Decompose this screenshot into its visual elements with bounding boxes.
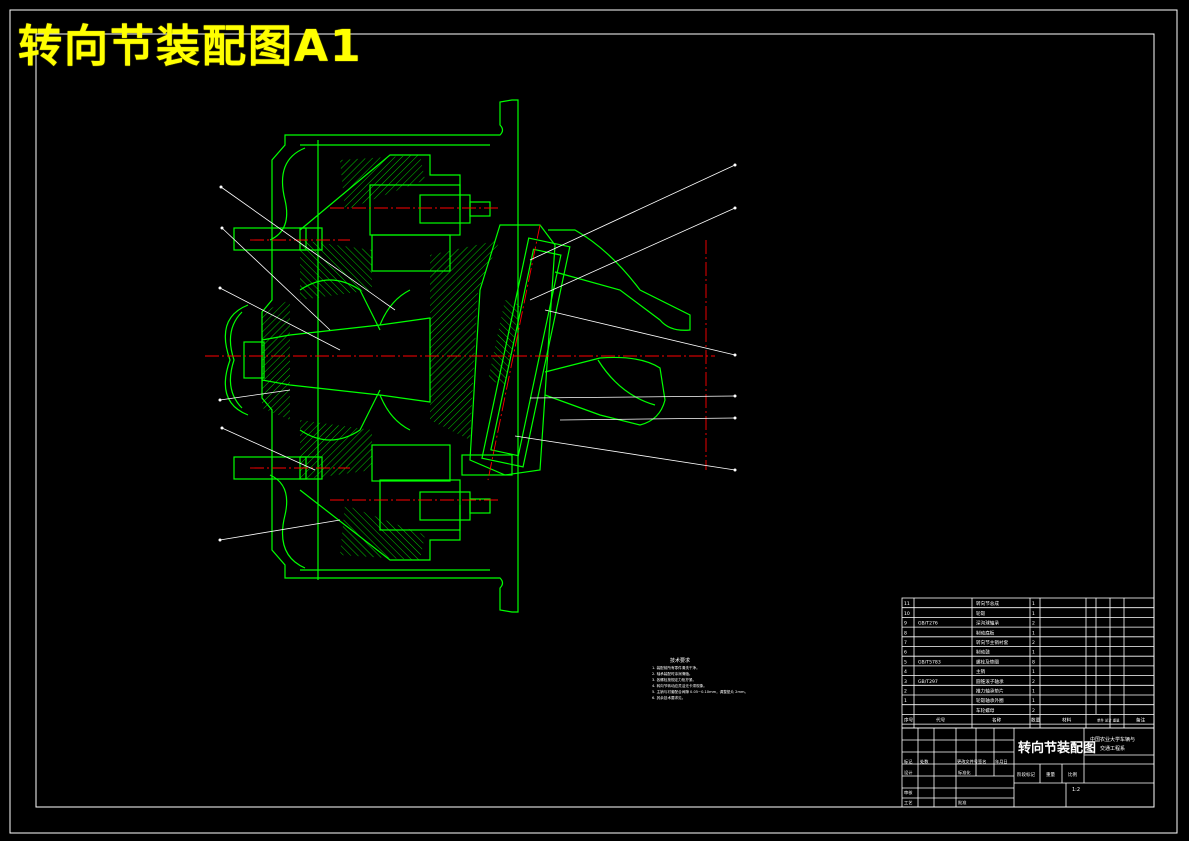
std-check-label: 标准化 — [958, 769, 971, 776]
bom-cell-no: 8 — [904, 630, 907, 636]
outer-frame — [9, 9, 1178, 834]
tech-req-line: 2. 轴承装配时涂润滑脂。 — [652, 671, 693, 676]
bom-cell-no: 6 — [904, 650, 907, 656]
tech-req-line: 4. 转向节转动应灵活无卡滞现象。 — [652, 683, 707, 688]
drawing-title: 转向节装配图A1 — [18, 21, 363, 72]
sign-label: 签名 — [978, 758, 986, 765]
title-block — [901, 727, 1155, 808]
bom-cell-name: 圆锥滚子轴承 — [976, 678, 1004, 685]
leader-lines — [219, 164, 736, 541]
bom-cell-name: 制动底板 — [976, 629, 995, 636]
bom-cell-name: 轮毂轴承外圈 — [976, 697, 1004, 704]
weight-label: 重量 — [1046, 771, 1055, 778]
review-label: 审核 — [904, 789, 913, 796]
bom-header-wt: 单件 总计 重量 — [1097, 717, 1120, 722]
mark-label: 标记 — [904, 758, 913, 765]
drawing-name: 转向节装配图 — [1018, 740, 1096, 756]
bom-cell-name: 转向节总成 — [976, 600, 999, 607]
bom-cell-no: 11 — [904, 601, 910, 607]
design-label: 设计 — [904, 769, 912, 776]
tech-req-line: 1. 装配前所有零件清洗干净。 — [652, 665, 700, 670]
bom-cell-name: 深沟球轴承 — [976, 620, 999, 627]
bom-cell-name: 制动鼓 — [976, 649, 990, 656]
leader-dots — [218, 163, 737, 542]
center-lines — [205, 207, 715, 501]
bom-header-note: 备注 — [1136, 716, 1146, 723]
sheet-scale: 1:2 — [1072, 787, 1080, 793]
bom-cell-std: GB/T276 — [918, 621, 938, 627]
bom-cell-qty: 1 — [1032, 689, 1035, 695]
bom-cell-no: 4 — [904, 669, 907, 675]
bom-cell-name: 主销 — [976, 668, 986, 675]
org-line-1: 中国农业大学车辆与 — [1090, 736, 1135, 743]
inner-frame — [35, 33, 1155, 808]
count-label: 处数 — [920, 758, 929, 765]
bom-cell-no: 10 — [904, 611, 910, 617]
org-line-2: 交通工程系 — [1100, 745, 1125, 752]
scale-label: 比例 — [1068, 771, 1077, 778]
bom-cell-qty: 2 — [1032, 640, 1035, 646]
bom-cell-name: 推力轴承垫片 — [976, 688, 1004, 695]
bom-cell-name: 转向节主销衬套 — [976, 639, 1009, 646]
bom-header-name: 名称 — [992, 716, 1002, 723]
bom-cell-name: 螺栓及垫圈 — [976, 658, 999, 665]
bom-cell-no: 5 — [904, 659, 907, 665]
bom-cell-qty: 2 — [1032, 621, 1035, 627]
bom-header-mat: 材料 — [1062, 716, 1072, 723]
approve-label: 批准 — [958, 799, 966, 806]
bom-cell-name: 车轮螺母 — [976, 707, 995, 714]
date-label: 年月日 — [995, 758, 1008, 765]
title-block-text: 转向节装配图 中国农业大学车辆与 交通工程系 阶段标记 重量 比例 1:2 标记… — [904, 736, 1135, 806]
bom-header-std: 代号 — [936, 716, 946, 723]
stage-label: 阶段标记 — [1017, 771, 1035, 778]
bom-cell-qty: 8 — [1032, 659, 1035, 665]
bom-header-no: 序号 — [904, 716, 914, 723]
bom-cell-qty: 1 — [1032, 601, 1035, 607]
bom-header-qty: 数量 — [1031, 716, 1041, 723]
bom-cell-no: 7 — [904, 640, 907, 646]
bill-of-materials — [901, 597, 1155, 729]
bom-cell-qty: 1 — [1032, 611, 1035, 617]
bom-cell-qty: 1 — [1032, 630, 1035, 636]
bom-cell-qty: 2 — [1032, 708, 1035, 714]
bom-cell-no: 9 — [904, 621, 907, 627]
bom-cell-qty: 1 — [1032, 669, 1035, 675]
process-label: 工艺 — [904, 800, 912, 805]
bom-cell-qty: 1 — [1032, 650, 1035, 656]
bom-cell-std: GB/T5783 — [918, 659, 941, 665]
tech-req-line: 3. 各螺栓按规定力矩拧紧。 — [652, 677, 696, 682]
bom-cell-no: 3 — [904, 679, 907, 685]
bom-cell-no: 2 — [904, 689, 907, 695]
change-label: 更改文件号 — [957, 758, 978, 765]
bom-cell-qty: 1 — [1032, 698, 1035, 704]
tech-req-heading: 技术要求 — [670, 657, 690, 664]
section-hatching — [262, 155, 520, 560]
bom-cell-name: 轮毂 — [976, 610, 986, 617]
technical-requirements: 技术要求 1. 装配前所有零件清洗干净。 2. 轴承装配时涂润滑脂。 3. 各螺… — [652, 657, 748, 700]
bom-cell-std: GB/T297 — [918, 679, 938, 685]
tech-req-line: 5. 主销与衬套配合间隙 0.05~0.10mm，调整垫片 2mm。 — [652, 689, 748, 694]
bom-cell-qty: 2 — [1032, 679, 1035, 685]
bom-cell-no: 1 — [904, 698, 907, 704]
tech-req-line: 6. 其余技术要求见。 — [652, 695, 685, 700]
